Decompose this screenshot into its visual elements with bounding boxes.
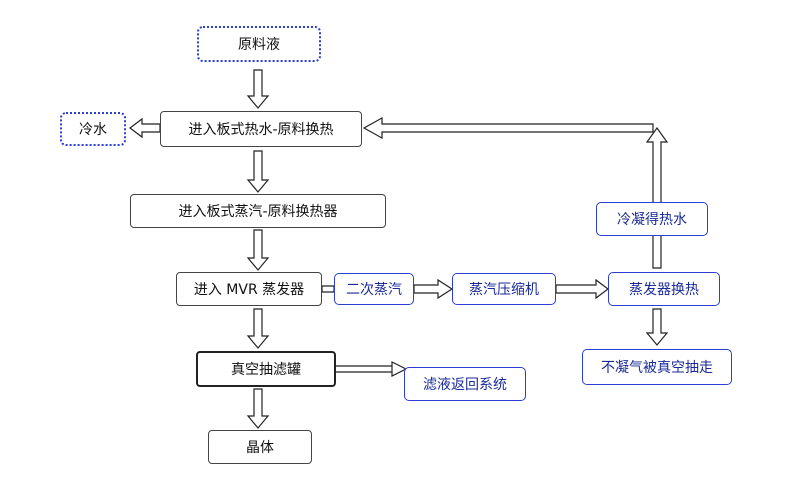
arrow-exchange-up <box>645 126 669 269</box>
node-noncondensable-gas: 不凝气被真空抽走 <box>582 349 732 385</box>
node-filtrate-return: 滤液返回系统 <box>404 367 526 401</box>
node-plate-hot-water: 进入板式热水-原料换热 <box>160 111 362 147</box>
arrow-filter-to-filtrate <box>336 361 408 377</box>
arrow-compressor-to-exchange <box>555 278 609 300</box>
node-crystal: 晶体 <box>208 430 312 464</box>
arrow-loop-to-plate <box>362 116 654 140</box>
arrow-plate-to-coldwater <box>129 117 161 139</box>
node-vacuum-filter-tank: 真空抽滤罐 <box>196 351 336 387</box>
node-mvr-evaporator: 进入 MVR 蒸发器 <box>176 272 322 306</box>
arrow-mvr-to-filter <box>246 308 270 349</box>
node-evaporator-exchange: 蒸发器换热 <box>608 272 720 306</box>
node-cold-water: 冷水 <box>60 112 126 146</box>
arrow-raw-to-plate <box>246 69 270 109</box>
node-steam-compressor: 蒸汽压缩机 <box>452 273 556 305</box>
node-raw-liquid: 原料液 <box>197 26 321 62</box>
node-plate-steam: 进入板式蒸汽-原料换热器 <box>130 194 386 228</box>
node-condensed-hot-water: 冷凝得热水 <box>596 202 708 236</box>
arrow-steamplate-to-mvr <box>246 229 270 271</box>
arrow-plate-to-steamplate <box>246 150 270 193</box>
arrow-exchange-to-noncondensable <box>645 308 669 346</box>
arrow-secondary-to-compressor <box>413 278 454 300</box>
node-secondary-steam: 二次蒸汽 <box>334 273 414 305</box>
arrow-filter-to-crystal <box>246 388 270 429</box>
arrow-mvr-to-secondary <box>321 285 335 293</box>
